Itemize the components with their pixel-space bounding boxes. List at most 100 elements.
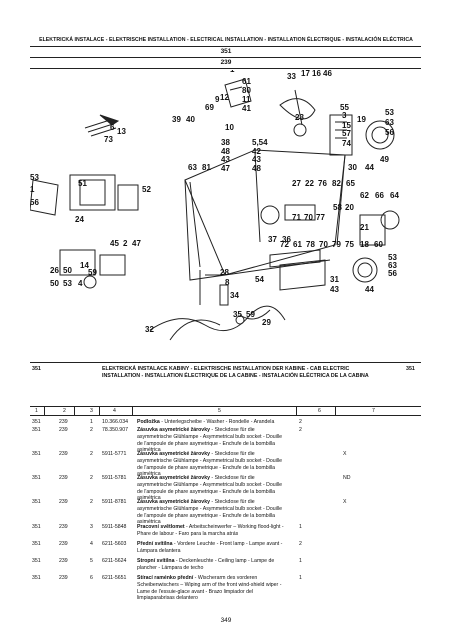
cell-desc: - Steckdose für die asymmetrische Glühla… [137,475,283,502]
svg-text:71: 71 [292,213,301,222]
svg-text:3: 3 [342,111,347,120]
svg-text:44: 44 [365,285,374,294]
svg-text:59: 59 [88,268,97,277]
svg-text:62: 62 [360,191,369,200]
cell-remark: X [343,451,347,457]
svg-text:44: 44 [365,163,374,172]
cell-position: 2 [90,475,93,481]
svg-text:53: 53 [388,253,397,262]
cell-part-number: 6211-5624 [102,558,127,564]
cell-qty: 2 [299,427,302,433]
cell-position: 2 [90,499,93,505]
cell-description: Pracovní světlomet - Arbeitscheinwerfer … [137,524,287,538]
svg-text:81: 81 [202,163,211,172]
table-rule [30,362,421,363]
svg-text:33: 33 [287,72,296,81]
cell-group: 239 [59,451,68,457]
svg-text:79: 79 [332,240,341,249]
svg-text:50: 50 [50,279,59,288]
column-header-7: 7 [372,408,375,414]
svg-text:64: 64 [390,191,399,200]
section-code-right: 351 [406,366,415,372]
svg-text:24: 24 [75,215,84,224]
svg-text:1: 1 [230,70,235,74]
svg-text:37: 37 [268,235,277,244]
cell-remark: X [343,499,347,505]
svg-text:12: 12 [220,93,229,102]
svg-text:22: 22 [305,179,314,188]
cell-group: 239 [59,575,68,581]
cell-name: Podložka [137,419,160,425]
svg-text:72: 72 [280,240,289,249]
svg-text:10: 10 [225,123,234,132]
section-code: 351 [32,366,41,372]
svg-text:29: 29 [262,318,271,327]
cell-description: Stírací raménko přední - Wischerarm des … [137,575,287,602]
svg-text:45: 45 [110,239,119,248]
svg-text:58: 58 [333,203,342,212]
svg-text:16: 16 [312,70,321,78]
column-divider [99,406,100,415]
svg-text:31: 31 [330,275,339,284]
cell-part-number: 5911-8781 [102,499,127,505]
svg-text:66: 66 [375,191,384,200]
svg-text:46: 46 [323,70,332,78]
cell-description: Podložka - Unterlegscheibe - Washer - Ro… [137,419,287,426]
svg-text:53: 53 [385,108,394,117]
svg-text:74: 74 [342,139,351,148]
column-divider [74,406,75,415]
cell-group: 239 [59,419,68,425]
header-rule [30,57,421,58]
svg-text:20: 20 [345,203,354,212]
svg-text:49: 49 [380,155,389,164]
svg-text:6: 6 [110,123,115,132]
svg-text:82: 82 [332,179,341,188]
svg-text:32: 32 [145,325,154,334]
cell-pn: 351 [32,419,41,425]
svg-text:43: 43 [330,285,339,294]
svg-text:56: 56 [30,198,39,207]
svg-text:53: 53 [63,279,72,288]
cell-description: Zásuvka asymetrické žárovky - Steckdose … [137,451,287,478]
svg-text:52: 52 [142,185,151,194]
cell-description: Zásuvka asymetrické žárovky - Steckdose … [137,499,287,526]
cell-pn: 351 [32,524,41,530]
column-header-4: 4 [113,408,116,414]
svg-text:60: 60 [374,240,383,249]
cell-position: 2 [90,427,93,433]
cell-qty: 2 [299,419,302,425]
header-code-secondary: 239 [220,59,232,66]
svg-text:48: 48 [252,164,261,173]
svg-text:54: 54 [255,275,264,284]
cell-name: Pracovní světlomet [137,524,185,530]
cell-position: 5 [90,558,93,564]
svg-text:70: 70 [304,213,313,222]
svg-text:78: 78 [306,240,315,249]
svg-text:70: 70 [319,240,328,249]
svg-text:36: 36 [282,235,291,244]
svg-text:35: 35 [233,310,242,319]
svg-text:34: 34 [230,291,239,300]
column-divider [44,406,45,415]
column-divider [335,406,336,415]
cell-remark: ND [343,475,351,481]
cell-pn: 351 [32,499,41,505]
svg-text:69: 69 [205,103,214,112]
svg-text:27: 27 [292,179,301,188]
svg-text:11: 11 [242,95,251,104]
header-code-primary: 351 [220,48,232,55]
cell-part-number: 5911-5781 [102,475,127,481]
svg-text:80: 80 [242,86,251,95]
header-rule [30,46,421,47]
cell-description: Stropní svítilna - Deckenleuchte - Ceili… [137,558,287,572]
svg-text:1: 1 [30,185,35,194]
svg-text:9: 9 [215,95,220,104]
table-rule [30,406,421,407]
svg-text:4: 4 [78,279,83,288]
column-divider [296,406,297,415]
svg-text:56: 56 [388,269,397,278]
svg-text:15: 15 [342,121,351,130]
section-title-line2: INSTALLATION - INSTALLATION ÉLECTRIQUE D… [102,373,369,379]
svg-text:39: 39 [172,115,181,124]
